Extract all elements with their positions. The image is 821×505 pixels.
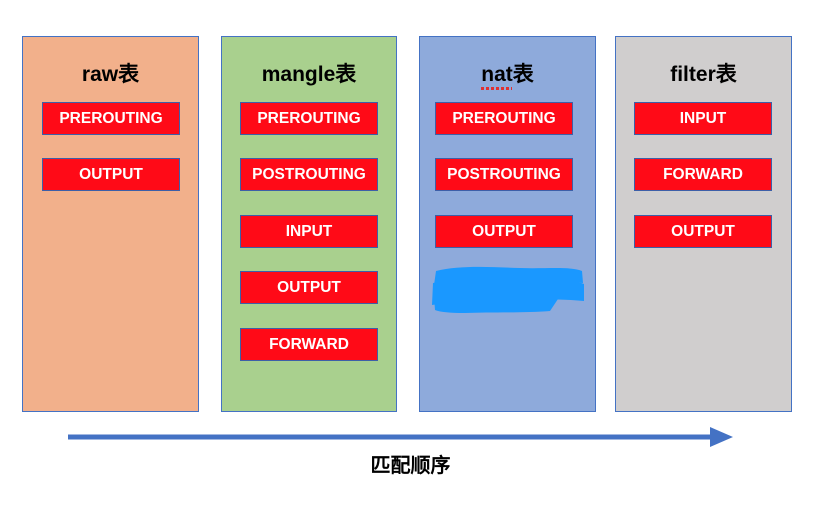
chain-prerouting: PREROUTING	[42, 102, 180, 135]
table-nat: nat表 PREROUTING POSTROUTING OUTPUT	[419, 36, 596, 412]
redaction-scribble	[432, 266, 584, 313]
table-title-mangle: mangle表	[261, 63, 357, 86]
table-title-filter: filter表	[670, 63, 737, 86]
table-raw: raw表 PREROUTING OUTPUT	[22, 36, 199, 412]
table-mangle: mangle表 PREROUTING POSTROUTING INPUT OUT…	[221, 36, 397, 412]
table-title-nat-text: nat表	[481, 63, 534, 86]
chain-postrouting: POSTROUTING	[240, 158, 378, 191]
chain-output: OUTPUT	[240, 271, 378, 304]
chain-input: INPUT	[240, 215, 378, 248]
table-filter: filter表 INPUT FORWARD OUTPUT	[615, 36, 792, 412]
chain-postrouting: POSTROUTING	[435, 158, 573, 191]
table-title-raw: raw表	[81, 63, 140, 86]
chain-forward: FORWARD	[240, 328, 378, 361]
chain-forward: FORWARD	[634, 158, 772, 191]
table-title-nat: nat表	[481, 63, 534, 90]
match-order-label: 匹配顺序	[370, 455, 451, 477]
chain-prerouting: PREROUTING	[435, 102, 573, 135]
chain-output: OUTPUT	[634, 215, 772, 248]
chain-output: OUTPUT	[42, 158, 180, 191]
chain-prerouting: PREROUTING	[240, 102, 378, 135]
chain-output: OUTPUT	[435, 215, 573, 248]
spellcheck-underline	[481, 87, 512, 90]
chain-input: INPUT	[634, 102, 772, 135]
